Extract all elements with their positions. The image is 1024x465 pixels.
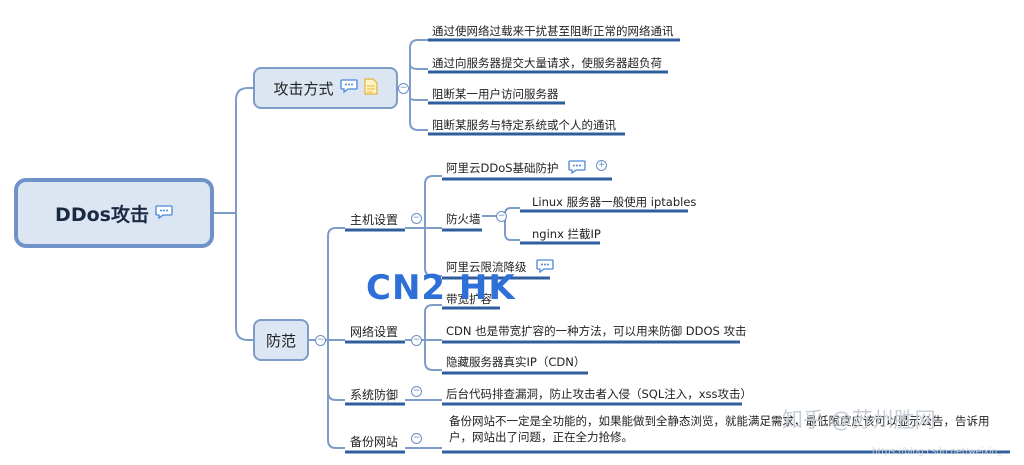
root-node[interactable]: DDos攻击 — [14, 178, 214, 248]
system-defense-label[interactable]: 系统防御 — [350, 388, 399, 402]
aliyun-basic-text: 阿里云DDoS基础防护 — [446, 161, 559, 175]
url-watermark: https://blog.csdn.net/weixin_... — [872, 447, 1011, 457]
system-item: 后台代码排查漏洞，防止攻击者入侵（SQL注入，xss攻击） — [446, 387, 753, 401]
collapse-toggle[interactable]: − — [398, 83, 409, 94]
aliyun-rate-limit: 阿里云限流降级 — [446, 259, 554, 276]
firewall-label[interactable]: 防火墙 — [446, 212, 481, 226]
collapse-toggle[interactable]: − — [496, 211, 507, 222]
host-settings-label[interactable]: 主机设置 — [350, 213, 399, 227]
attack-methods-node[interactable]: 攻击方式 — [253, 67, 398, 109]
attack-item: 通过向服务器提交大量请求，使服务器超负荷 — [432, 56, 662, 70]
comment-icon[interactable] — [155, 202, 173, 224]
attack-item: 阻断某服务与特定系统或个人的通讯 — [432, 118, 616, 132]
collapse-toggle[interactable]: − — [411, 213, 422, 224]
collapse-toggle[interactable]: − — [411, 386, 422, 397]
collapse-toggle[interactable]: − — [411, 335, 422, 346]
root-label: DDos攻击 — [55, 203, 149, 226]
defense-node[interactable]: 防范 — [253, 319, 309, 361]
firewall-item: nginx 拦截IP — [532, 227, 601, 241]
comment-icon[interactable] — [339, 79, 358, 97]
aliyun-limit-text: 阿里云限流降级 — [446, 260, 527, 274]
aliyun-basic-protection: 阿里云DDoS基础防护 — [446, 160, 586, 177]
attack-item: 阻断某一用户访问服务器 — [432, 87, 559, 101]
network-settings-label[interactable]: 网络设置 — [350, 325, 399, 339]
backup-site-label[interactable]: 备份网站 — [350, 435, 399, 449]
attack-methods-label: 攻击方式 — [273, 79, 334, 98]
note-icon[interactable] — [363, 77, 378, 99]
collapse-toggle[interactable]: − — [315, 335, 326, 346]
zhihu-watermark: 知乎 @苏州胜网 — [782, 408, 936, 432]
network-item: 带宽扩容 — [446, 292, 492, 306]
attack-item: 通过使网络过载来干扰甚至阻断正常的网络通讯 — [432, 24, 674, 38]
defense-label: 防范 — [265, 331, 296, 350]
backup-item: 备份网站不一定是全功能的，如果能做到全静态浏览，就能满足需求，最低限度应该可以显… — [449, 414, 990, 444]
comment-icon[interactable] — [568, 160, 586, 177]
expand-toggle[interactable]: + — [596, 160, 607, 171]
firewall-item: Linux 服务器一般使用 iptables — [532, 195, 697, 209]
network-item: CDN 也是带宽扩容的一种方法，可以用来防御 DDOS 攻击 — [446, 324, 747, 338]
comment-icon[interactable] — [536, 259, 554, 276]
collapse-toggle[interactable]: − — [411, 433, 422, 444]
network-item: 隐藏服务器真实IP（CDN） — [446, 355, 586, 369]
cn2-watermark: CN2 HK — [366, 268, 516, 308]
